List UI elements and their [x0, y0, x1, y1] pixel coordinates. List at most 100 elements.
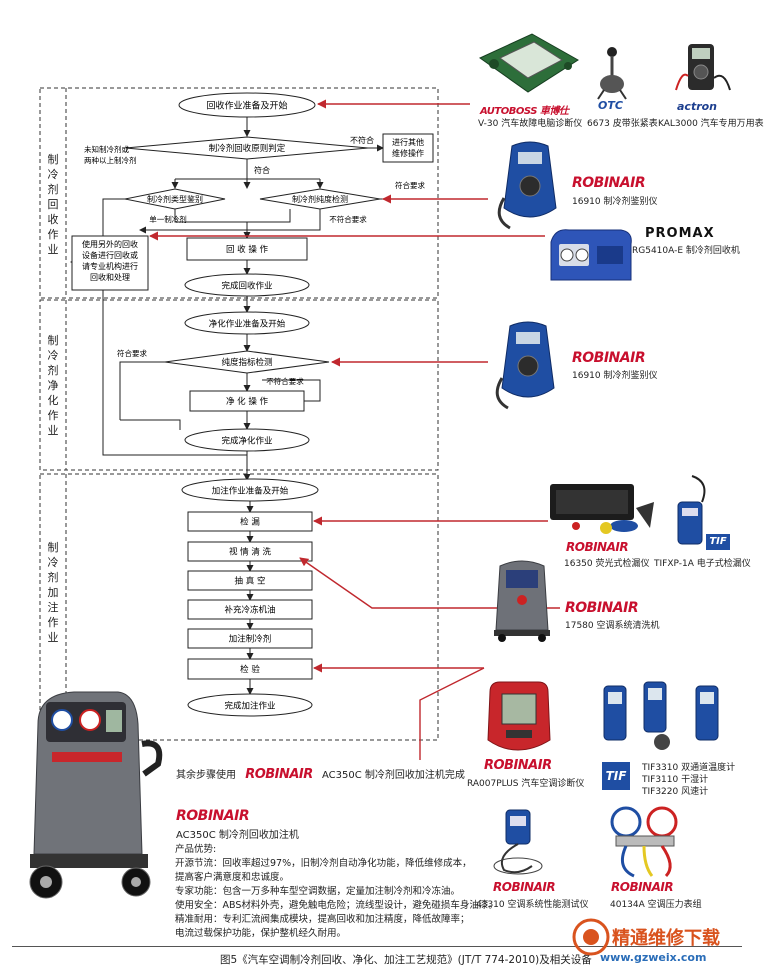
promax-machine-image — [550, 229, 632, 281]
ra007-device-image — [487, 681, 551, 751]
caption-40134: 40134A 空调压力表组 — [610, 900, 702, 910]
svg-text:完成净化作业: 完成净化作业 — [221, 436, 272, 447]
svg-text:符合要求: 符合要求 — [117, 348, 147, 358]
promax-caption: RG5410A-E 制冷剂回收机 — [632, 246, 740, 256]
watermark-logo — [572, 918, 610, 956]
svg-text:不符合: 不符合 — [350, 135, 374, 145]
caption-16910-b: 16910 制冷剂鉴别仪 — [572, 371, 658, 381]
ac350c-advantage-line: 提高客户满意度和忠诚度。 — [175, 872, 290, 883]
svg-text:请专业机构进行: 请专业机构进行 — [82, 261, 138, 271]
svg-text:回 收 操 作: 回 收 操 作 — [226, 244, 269, 255]
caption-16350: 16350 荧光式检漏仪 — [564, 559, 650, 569]
ac350c-brand: ROBINAIR — [176, 808, 250, 824]
charge-section-label: 制冷剂加注作业 — [47, 541, 59, 644]
svg-text:检 漏: 检 漏 — [240, 517, 260, 528]
tif-meter-item: TIF3110 干湿计 — [642, 775, 709, 785]
ac350c-advantage-line: 专家功能：包含一万多种车型空调数据，定量加注制冷剂和冷冻油。 — [175, 886, 461, 897]
ac350c-model: AC350C 制冷剂回收加注机 — [176, 830, 299, 841]
svg-text:回收和处理: 回收和处理 — [90, 272, 130, 282]
node-finish-charge — [187, 693, 313, 717]
identifier-16910-a-image — [497, 141, 557, 230]
watermark-title: 精通维修下载 — [612, 928, 720, 949]
footer-rule — [12, 946, 742, 947]
caption-ra007: RA007PLUS 汽车空调诊断仪 — [467, 779, 585, 789]
node-type-id-decision — [124, 188, 226, 210]
ac350c-advantage-line: 电流过载保护功能，保护整机经久耐用。 — [175, 928, 347, 939]
flush-machine-image — [494, 560, 550, 642]
tif-logo-meters: TIF — [602, 762, 630, 790]
ac350c-advantage-line: 开源节流：回收率超过97%，旧制冷剂自动净化功能，降低维修成本， — [175, 858, 472, 869]
svg-text:符合: 符合 — [254, 165, 270, 175]
rest-steps-line: 其余步骤使用 ROBINAIR AC350C 制冷剂回收加注机完成 — [176, 766, 465, 782]
svg-text:视 情 清 洗: 视 情 清 洗 — [229, 547, 272, 558]
svg-text:检 验: 检 验 — [240, 664, 260, 675]
svg-text:纯度指标检测: 纯度指标检测 — [221, 357, 272, 368]
svg-text:制冷剂回收原则判定: 制冷剂回收原则判定 — [209, 143, 286, 154]
rest-steps-brand: ROBINAIR — [245, 767, 313, 782]
svg-text:抽 真 空: 抽 真 空 — [235, 576, 266, 587]
svg-text:净 化 操 作: 净 化 操 作 — [226, 396, 269, 407]
ac350c-advantage-title: 产品优势: — [175, 844, 217, 855]
ac350c-advantage-line: 使用安全：ABS材料外壳，避免触电危险；流线型设计，避免碰损车身油漆。 — [175, 900, 498, 911]
svg-text:不符合要求: 不符合要求 — [329, 214, 367, 224]
robinair-brand-16350: ROBINAIR — [566, 540, 629, 554]
robinair-brand-40134: ROBINAIR — [611, 880, 674, 894]
autoboss-caption: V-30 汽车故障电脑诊断仪 — [478, 119, 583, 129]
identifier-16910-b-image — [495, 321, 555, 410]
label-unknown: 未知制冷剂或 — [84, 144, 129, 154]
svg-text:使用另外的回收: 使用另外的回收 — [82, 239, 138, 249]
svg-text:加注制冷剂: 加注制冷剂 — [229, 634, 272, 645]
svg-text:维修操作: 维修操作 — [392, 148, 424, 158]
otc-brand: OTC — [598, 99, 623, 112]
recovery-section-label: 制冷剂回收作业 — [47, 153, 59, 256]
autoboss-device-image — [479, 33, 579, 93]
caption-tifxp: TIFXP-1A 电子式检漏仪 — [654, 559, 751, 569]
otc-caption: 6673 皮带张紧表 — [587, 119, 658, 129]
svg-text:净化作业准备及开始: 净化作业准备及开始 — [209, 319, 286, 330]
rest-steps-suffix: AC350C 制冷剂回收加注机完成 — [321, 770, 465, 781]
svg-text:进行其他: 进行其他 — [392, 137, 424, 147]
node-other-repair — [382, 133, 434, 163]
otc-tool-image — [597, 47, 627, 100]
node-purity-check-decision — [164, 350, 330, 374]
actron-meter-image — [675, 44, 731, 91]
svg-text:完成加注作业: 完成加注作业 — [224, 701, 275, 712]
tif-meter-item: TIF3220 风速计 — [642, 787, 709, 797]
svg-text:补充冷冻机油: 补充冷冻机油 — [224, 605, 275, 616]
purify-section-label: 制冷剂净化作业 — [47, 334, 59, 437]
autoboss-brand: AUTOBOSS 車博仕 — [480, 106, 569, 117]
tif-meters-image — [603, 681, 719, 750]
robinair-brand-ra007: ROBINAIR — [484, 758, 552, 773]
caption-17580: 17580 空调系统清洗机 — [565, 621, 660, 631]
recovery-section-box — [39, 87, 439, 299]
svg-text:制冷剂类型鉴别: 制冷剂类型鉴别 — [147, 194, 203, 204]
svg-text:制冷剂纯度检测: 制冷剂纯度检测 — [292, 194, 348, 204]
tif-logo: TIF — [706, 534, 730, 550]
ac350c-advantage-line: 精准耐用：专利汇流阀集成模块，提高回收和加注精度，降低故障率； — [175, 914, 470, 925]
purify-section-box — [39, 299, 439, 471]
svg-text:不符合要求: 不符合要求 — [266, 376, 304, 386]
robinair-brand-43310: ROBINAIR — [493, 880, 556, 894]
tif-meter-item: TIF3310 双通道温度计 — [642, 763, 736, 773]
watermark-url: www.gzweix.com — [600, 951, 707, 964]
figure-caption: 图5《汽车空调制冷剂回收、净化、加注工艺规范》(JT/T 774-2010)及相… — [220, 954, 592, 966]
svg-text:两种以上制冷剂: 两种以上制冷剂 — [84, 155, 137, 165]
node-other-equipment — [71, 235, 149, 291]
gauge-set-image — [610, 806, 678, 878]
uv-leak-kit-image — [550, 484, 654, 534]
actron-brand: actron — [677, 100, 718, 113]
robinair-brand-17580: ROBINAIR — [565, 600, 639, 616]
promax-brand: PROMAX — [645, 226, 715, 241]
rest-steps-prefix: 其余步骤使用 — [176, 770, 236, 781]
tif-meters-list: TIF3310 双通道温度计 TIF3110 干湿计 TIF3220 风速计 — [642, 762, 735, 798]
svg-text:设备进行回收或: 设备进行回收或 — [82, 250, 138, 260]
robinair-brand-16910-b: ROBINAIR — [572, 350, 646, 366]
caption-43310: 43310 空调系统性能测试仪 — [476, 900, 589, 910]
performance-tester-image — [493, 809, 543, 875]
svg-text:符合要求: 符合要求 — [395, 180, 425, 190]
robinair-brand-16910-a: ROBINAIR — [572, 175, 646, 191]
tif-detector-image — [677, 475, 706, 545]
actron-caption: KAL3000 汽车专用万用表 — [658, 119, 764, 129]
charge-section-box — [39, 473, 439, 741]
